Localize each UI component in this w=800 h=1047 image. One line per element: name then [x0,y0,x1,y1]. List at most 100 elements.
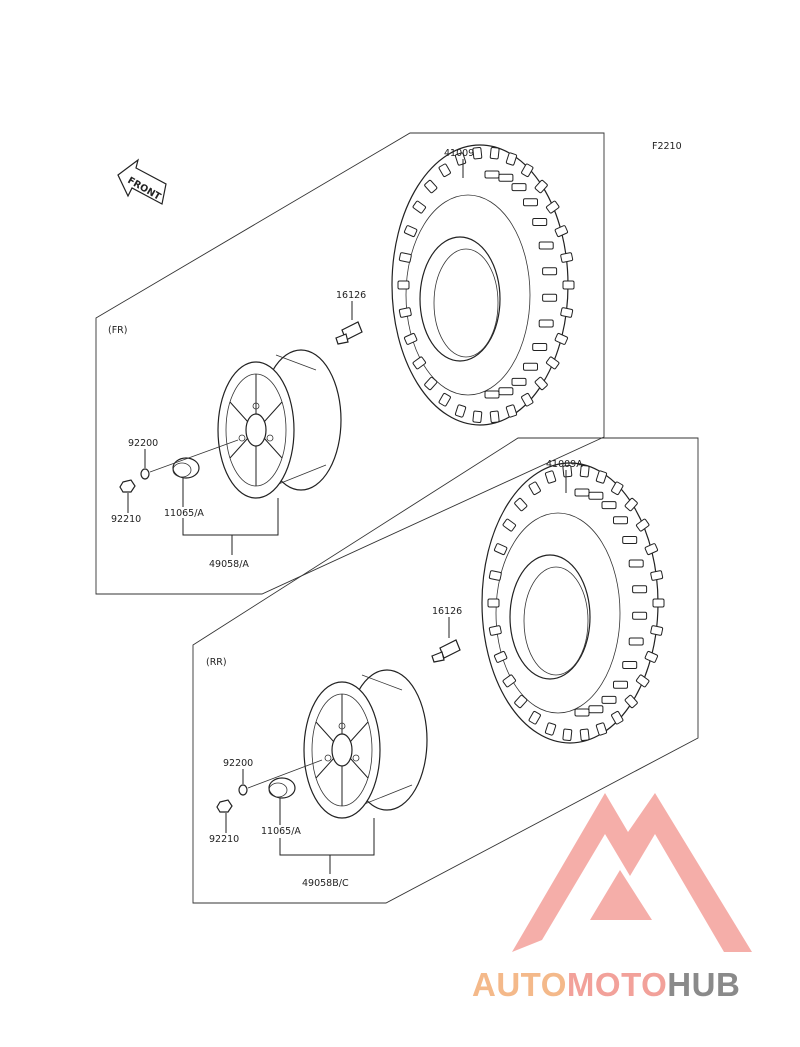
rear-nut [216,799,233,813]
rear-wheel-label: 49058B/C [302,878,349,889]
tread-lug [628,559,644,568]
tread-lug [628,637,644,646]
tread-lug [595,470,608,484]
front-hub-cap-label: 11065/A [164,508,204,519]
tread-lug [472,146,483,160]
tread-lug [574,708,590,717]
figure-code: F2210 [652,141,682,152]
tread-lug [511,377,527,386]
tread-lug [574,488,590,497]
rear-wheel [303,669,428,819]
tread-lug [412,200,427,214]
tread-lug [514,694,528,709]
tread-lug [502,674,517,688]
tread-lug [523,198,538,207]
tread-lug [595,722,608,736]
front-wheel [217,349,342,499]
tread-lug [588,491,604,500]
tread-lug [454,404,467,418]
tread-lug [542,267,558,276]
front-washer-label: 92200 [128,438,158,449]
front-valve [335,321,363,345]
front-hub-cap [172,457,200,479]
tread-lug [560,307,574,318]
front-wheel-label: 49058/A [209,559,249,570]
tread-lug [532,218,548,226]
rear-nut-label: 92210 [209,834,239,845]
tread-lug [398,252,412,263]
tread-lug [487,598,500,608]
tread-lug [514,497,528,512]
tread-lug [545,200,560,214]
front-section-frame [95,132,605,595]
tread-lug [613,680,628,689]
front-valve-label: 16126 [336,290,366,301]
tread-lug [538,319,554,328]
rear-valve [431,639,461,663]
rear-tire-label: 41009A [546,459,583,470]
tread-lug [544,722,557,736]
tread-lug [438,163,451,177]
tread-lug [505,404,518,418]
front-washer [140,468,150,480]
rear-washer-label: 92200 [223,758,253,769]
tread-lug [562,728,573,742]
tread-lug [493,543,508,556]
tread-lug [611,711,624,725]
tread-lug [528,711,541,725]
tread-lug [644,543,659,556]
rear-hub-cap [268,777,296,799]
tread-lug [523,362,538,371]
watermark-logo-icon [512,793,752,952]
front-arrow-icon: FRONT [117,158,167,205]
tread-lug [511,183,527,192]
tread-lug [397,280,410,290]
tread-lug [472,410,483,424]
tread-lug [532,343,548,351]
tread-lug [398,307,412,318]
rear-washer [238,784,248,796]
tread-lug [635,518,650,532]
tread-lug [484,390,500,399]
tread-lug [403,332,418,345]
tread-lug [438,393,451,407]
front-nut-label: 92210 [111,514,141,525]
front-nut [119,479,136,493]
tread-lug [632,585,648,594]
tread-lug [538,241,554,250]
tread-lug [403,225,418,238]
tread-lug [554,332,569,345]
tread-lug [545,356,560,370]
tread-lug [635,674,650,688]
tread-lug [424,376,438,391]
tread-lug [534,179,548,194]
rear-section-frame [192,437,699,904]
tread-lug [498,173,514,182]
tread-lug [650,570,664,581]
tread-lug [493,650,508,663]
watermark-text: AUTOMOTOHUB [472,966,740,1003]
tread-lug [489,410,500,424]
tread-lug [624,497,638,512]
tread-lug [521,163,534,177]
tread-lug [412,356,427,370]
tread-lug [528,481,541,495]
tread-lug [498,387,514,396]
tread-lug [505,152,518,166]
tread-lug [579,464,590,478]
tread-lug [544,470,557,484]
tread-lug [601,501,617,510]
tread-lug [521,393,534,407]
tread-lug [542,293,558,302]
tread-lug [579,728,590,742]
front-tire [391,144,575,426]
tread-lug [611,481,624,495]
tread-lug [488,625,502,636]
tread-lug [588,705,604,714]
tread-lug [484,170,500,179]
tread-lug [560,252,574,263]
tread-lug [488,570,502,581]
tread-lug [489,146,500,160]
rear-valve-label: 16126 [432,606,462,617]
